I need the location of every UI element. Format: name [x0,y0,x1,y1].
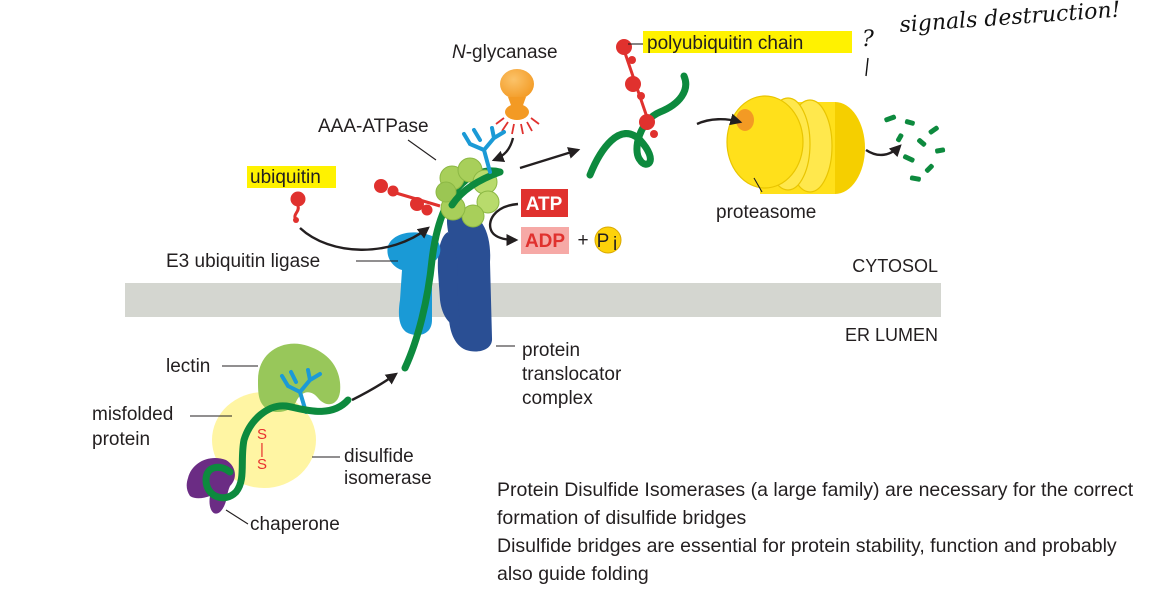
ubiquitin-icon [290,191,306,223]
aaa-atpase-leader [407,139,437,161]
er-membrane [125,283,941,317]
handwritten-annotation: ? signals destruction! [862,0,1122,77]
glycanase-arrow [491,137,515,163]
translocator-label-line2: translocator [522,364,622,385]
ubiquitin-highlight [247,166,336,188]
svg-text:S: S [257,456,267,473]
released-protein-chain [586,72,690,179]
misfolded-label-line2: protein [92,429,150,450]
attached-ubiquitin-chain [374,179,441,216]
n-glycanase-icon [495,69,540,135]
adp-label: ADP [525,231,565,252]
note-line-1: Protein Disulfide Isomerases (a large fa… [497,479,1134,529]
aaa-atpase-label: AAA-ATPase [318,116,429,137]
pdi-label-line2: isomerase [344,468,432,489]
translocator-label-line3: complex [522,388,593,409]
disulfide-isomerase-icon [212,392,316,488]
polyubiquitin-label: polyubiquitin chain [647,33,803,54]
svg-text:N-glycanase: N-glycanase [452,42,558,63]
svg-text:S: S [257,426,267,443]
ubiquitin-label: ubiquitin [250,167,321,188]
atp-label: ATP [526,194,563,215]
protein-translocator-complex [437,211,493,352]
translocator-label-line1: protein [522,340,580,361]
glycan-icon [462,126,506,174]
atp-hydrolysis-arrow [488,202,519,246]
svg-text:signals destruction!: signals destruction! [899,0,1122,38]
cytosol-label: CYTOSOL [852,256,938,276]
e3-ligase-label: E3 ubiquitin ligase [166,251,320,272]
plus-sign: + [577,230,588,251]
misfolded-protein-chain [202,396,352,502]
phosphate-subscript: i [613,234,617,255]
proteasome-icon [726,95,865,194]
polyubiquitin-highlight [643,31,852,53]
adp-box [521,227,569,254]
ubiquitin-to-ligase-arrow [299,226,430,251]
extraction-arrow [519,147,581,170]
phosphate-label: P [597,231,610,252]
atp-box [521,189,568,217]
chaperone-label: chaperone [250,514,340,535]
aaa-atpase [435,157,500,228]
chaperone-leader [225,509,249,525]
n-glycanase-label: N-glycanase [452,42,558,63]
svg-text:?: ? [862,27,874,52]
lectin-icon [258,343,341,413]
to-proteasome-arrow [696,113,743,126]
disulfide-bond: S | S [257,426,267,473]
explanatory-notes: Protein Disulfide Isomerases (a large fa… [497,476,1137,588]
proteasome-leader [753,177,763,193]
lectin-label: lectin [166,356,210,377]
degradation-arrow [865,144,902,158]
peptide-fragments-icon [884,114,946,182]
proteasome-label: proteasome [716,202,816,223]
to-translocator-arrow [351,372,398,402]
pdi-label-line1: disulfide [344,446,414,467]
svg-text:|: | [260,441,264,458]
polyubiquitin-chain-icon [616,39,658,138]
er-lumen-label: ER LUMEN [845,325,938,345]
phosphate-circle [594,226,622,254]
misfolded-label-line1: misfolded [92,404,173,425]
note-line-2: Disulfide bridges are essential for prot… [497,535,1117,585]
